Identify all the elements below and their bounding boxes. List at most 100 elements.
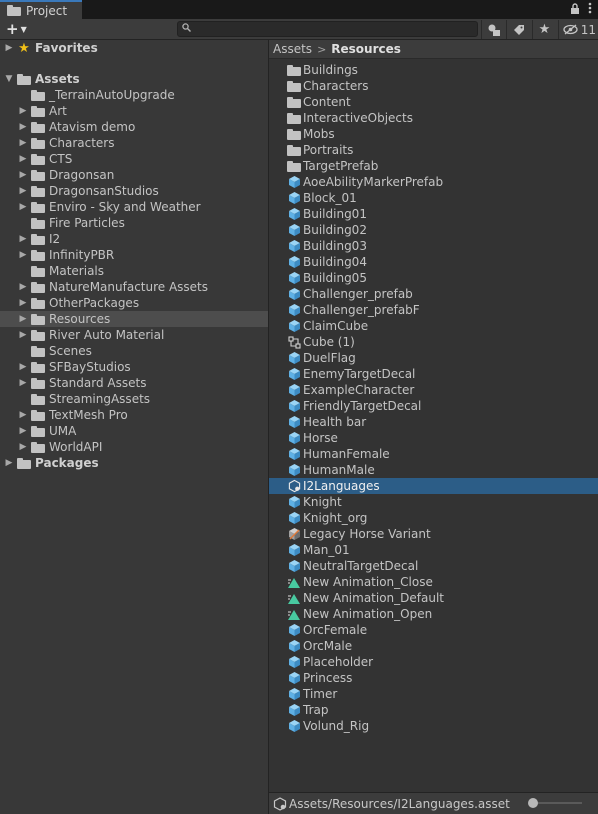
tree-item[interactable]: ▶SFBayStudios bbox=[0, 359, 268, 375]
file-list-item[interactable]: Volund_Rig bbox=[269, 718, 598, 734]
file-list-item[interactable]: DuelFlag bbox=[269, 350, 598, 366]
file-list-item[interactable]: Building01 bbox=[269, 206, 598, 222]
expand-arrow-icon[interactable]: ▶ bbox=[19, 362, 27, 372]
search-by-label-button[interactable] bbox=[506, 20, 530, 39]
file-list-item[interactable]: Building05 bbox=[269, 270, 598, 286]
expand-arrow-icon[interactable]: ▶ bbox=[19, 122, 27, 132]
create-button[interactable]: + ▼ bbox=[6, 20, 27, 38]
tree-item[interactable]: Scenes bbox=[0, 343, 268, 359]
file-list-item[interactable]: HumanFemale bbox=[269, 446, 598, 462]
expand-arrow-icon[interactable]: ▶ bbox=[5, 43, 13, 53]
tree-item-favorites[interactable]: ▶ ★ Favorites bbox=[0, 40, 268, 56]
collapse-arrow-icon[interactable]: ▼ bbox=[5, 74, 13, 84]
tree-item[interactable]: ▶Atavism demo bbox=[0, 119, 268, 135]
expand-arrow-icon[interactable]: ▶ bbox=[19, 314, 27, 324]
file-list-item[interactable]: Buildings bbox=[269, 62, 598, 78]
tree-item[interactable]: ▶Dragonsan bbox=[0, 167, 268, 183]
file-list-item[interactable]: Building02 bbox=[269, 222, 598, 238]
file-list-item[interactable]: Block_01 bbox=[269, 190, 598, 206]
file-list-item[interactable]: Timer bbox=[269, 686, 598, 702]
panel-splitter[interactable] bbox=[268, 40, 269, 814]
tree-item[interactable]: ▶NatureManufacture Assets bbox=[0, 279, 268, 295]
file-list-item[interactable]: Content bbox=[269, 94, 598, 110]
expand-arrow-icon[interactable]: ▶ bbox=[19, 426, 27, 436]
tree-item[interactable]: ▶InfinityPBR bbox=[0, 247, 268, 263]
tree-item[interactable]: _TerrainAutoUpgrade bbox=[0, 87, 268, 103]
project-tab[interactable]: Project bbox=[0, 0, 82, 19]
file-list-item[interactable]: Challenger_prefabF bbox=[269, 302, 598, 318]
tree-item-assets[interactable]: ▼ Assets bbox=[0, 71, 268, 87]
file-list-item[interactable]: AoeAbilityMarkerPrefab bbox=[269, 174, 598, 190]
expand-arrow-icon[interactable]: ▶ bbox=[19, 234, 27, 244]
expand-arrow-icon[interactable]: ▶ bbox=[19, 154, 27, 164]
file-list-item[interactable]: Characters bbox=[269, 78, 598, 94]
tree-item[interactable]: ▶Resources bbox=[0, 311, 268, 327]
tree-item[interactable]: ▶UMA bbox=[0, 423, 268, 439]
expand-arrow-icon[interactable]: ▶ bbox=[5, 458, 13, 468]
file-list-item[interactable]: Portraits bbox=[269, 142, 598, 158]
file-list-item[interactable]: NeutralTargetDecal bbox=[269, 558, 598, 574]
tree-item[interactable]: ▶Art bbox=[0, 103, 268, 119]
file-list-item[interactable]: I2Languages bbox=[269, 478, 598, 494]
file-list-item[interactable]: Building03 bbox=[269, 238, 598, 254]
file-list-item[interactable]: Placeholder bbox=[269, 654, 598, 670]
file-list-item[interactable]: New Animation_Default bbox=[269, 590, 598, 606]
file-list-item[interactable]: Princess bbox=[269, 670, 598, 686]
tree-item[interactable]: ▶River Auto Material bbox=[0, 327, 268, 343]
file-list-item[interactable]: Knight bbox=[269, 494, 598, 510]
tree-item[interactable]: ▶Standard Assets bbox=[0, 375, 268, 391]
file-list-item[interactable]: ExampleCharacter bbox=[269, 382, 598, 398]
hidden-packages-toggle[interactable]: 11 bbox=[557, 20, 596, 39]
tree-item[interactable]: ▶Characters bbox=[0, 135, 268, 151]
file-list-item[interactable]: Man_01 bbox=[269, 542, 598, 558]
expand-arrow-icon[interactable]: ▶ bbox=[19, 410, 27, 420]
search-by-type-button[interactable] bbox=[481, 20, 505, 39]
expand-arrow-icon[interactable]: ▶ bbox=[19, 170, 27, 180]
tree-item[interactable]: Fire Particles bbox=[0, 215, 268, 231]
file-list-item[interactable]: ClaimCube bbox=[269, 318, 598, 334]
file-list-item[interactable]: New Animation_Open bbox=[269, 606, 598, 622]
expand-arrow-icon[interactable]: ▶ bbox=[19, 138, 27, 148]
file-list-item[interactable]: Legacy Horse Variant bbox=[269, 526, 598, 542]
file-list-item[interactable]: EnemyTargetDecal bbox=[269, 366, 598, 382]
tree-item[interactable]: ▶Enviro - Sky and Weather bbox=[0, 199, 268, 215]
tree-item[interactable]: ▶TextMesh Pro bbox=[0, 407, 268, 423]
expand-arrow-icon[interactable]: ▶ bbox=[19, 250, 27, 260]
file-list-item[interactable]: OrcFemale bbox=[269, 622, 598, 638]
breadcrumb-resources[interactable]: Resources bbox=[331, 42, 401, 56]
expand-arrow-icon[interactable]: ▶ bbox=[19, 106, 27, 116]
search-input[interactable] bbox=[177, 21, 478, 37]
file-list-item[interactable]: New Animation_Close bbox=[269, 574, 598, 590]
file-list-item[interactable]: Knight_org bbox=[269, 510, 598, 526]
icon-size-slider[interactable] bbox=[528, 798, 582, 808]
tree-item[interactable]: ▶DragonsanStudios bbox=[0, 183, 268, 199]
tree-item[interactable]: Materials bbox=[0, 263, 268, 279]
lock-icon[interactable] bbox=[570, 2, 580, 17]
expand-arrow-icon[interactable]: ▶ bbox=[19, 442, 27, 452]
file-list-item[interactable]: Mobs bbox=[269, 126, 598, 142]
tree-item[interactable]: ▶OtherPackages bbox=[0, 295, 268, 311]
file-list-item[interactable]: Health bar bbox=[269, 414, 598, 430]
expand-arrow-icon[interactable]: ▶ bbox=[19, 298, 27, 308]
file-list-item[interactable]: TargetPrefab bbox=[269, 158, 598, 174]
file-list-item[interactable]: HumanMale bbox=[269, 462, 598, 478]
file-list-item[interactable]: OrcMale bbox=[269, 638, 598, 654]
tree-item[interactable]: ▶WorldAPI bbox=[0, 439, 268, 455]
tree-item-packages[interactable]: ▶ Packages bbox=[0, 455, 268, 471]
file-list-item[interactable]: Trap bbox=[269, 702, 598, 718]
file-list-item[interactable]: Horse bbox=[269, 430, 598, 446]
expand-arrow-icon[interactable]: ▶ bbox=[19, 330, 27, 340]
file-list-item[interactable]: Building04 bbox=[269, 254, 598, 270]
tree-item[interactable]: ▶CTS bbox=[0, 151, 268, 167]
tree-item[interactable]: StreamingAssets bbox=[0, 391, 268, 407]
expand-arrow-icon[interactable]: ▶ bbox=[19, 202, 27, 212]
expand-arrow-icon[interactable]: ▶ bbox=[19, 186, 27, 196]
more-menu-icon[interactable] bbox=[588, 2, 592, 17]
expand-arrow-icon[interactable]: ▶ bbox=[19, 282, 27, 292]
tree-item[interactable]: ▶I2 bbox=[0, 231, 268, 247]
expand-arrow-icon[interactable]: ▶ bbox=[19, 378, 27, 388]
file-list-item[interactable]: Cube (1) bbox=[269, 334, 598, 350]
file-list-item[interactable]: InteractiveObjects bbox=[269, 110, 598, 126]
file-list-item[interactable]: FriendlyTargetDecal bbox=[269, 398, 598, 414]
file-list-item[interactable]: Challenger_prefab bbox=[269, 286, 598, 302]
